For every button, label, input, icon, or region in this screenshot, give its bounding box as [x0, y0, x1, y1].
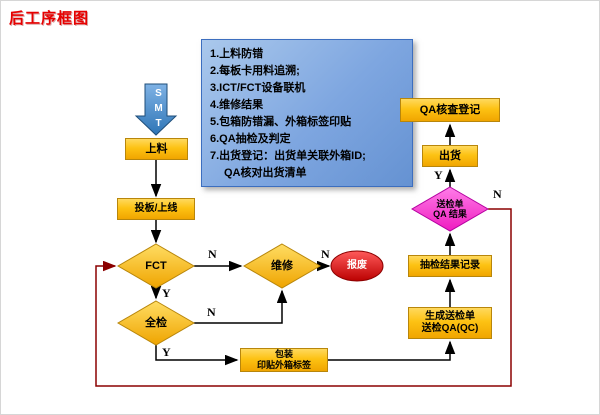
note-line: 3.ICT/FCT设备联机	[210, 82, 306, 94]
note-line: 6.QA抽检及判定	[210, 133, 291, 145]
node-ship: 出货	[422, 145, 478, 167]
edge-label-qa-loop: N	[493, 187, 502, 201]
connector-qa-loop-fct	[95, 208, 512, 387]
connector-packing-sheet	[328, 340, 456, 361]
node-inspection-sheet-line2: 送检QA(QC)	[421, 323, 479, 334]
edge-label-qa-ship: Y	[434, 168, 443, 182]
node-sampling-record-label: 抽检结果记录	[420, 260, 480, 271]
repair-diamond-shape	[243, 243, 321, 289]
node-ship-label: 出货	[439, 150, 461, 162]
smt-arrow-shape	[134, 83, 178, 136]
node-board-online: 投板/上线	[117, 198, 195, 220]
page-title: 后工序框图	[9, 10, 90, 27]
note-line: 7.出货登记：出货单关联外箱ID;	[210, 150, 366, 162]
node-packing-line1: 包装	[274, 349, 293, 359]
node-packing: 包装 印贴外箱标签	[240, 348, 328, 372]
edge-label-repair-scrap: N	[321, 247, 330, 261]
node-qa-register-label: QA核查登记	[419, 104, 481, 116]
node-sampling-record: 抽检结果记录	[408, 255, 492, 277]
note-line: 4.维修结果	[210, 99, 264, 111]
node-load-label: 上料	[145, 143, 168, 155]
node-board-online-label: 投板/上线	[134, 203, 178, 214]
note-line: 1.上料防错	[210, 48, 264, 60]
note-line: QA核对出货清单	[224, 167, 307, 179]
scrap-ellipse-shape	[330, 250, 384, 282]
edge-label-fct-full: Y	[162, 286, 171, 300]
edge-label-fct-repair: N	[208, 247, 217, 261]
node-inspection-sheet: 生成送检单 送检QA(QC)	[408, 307, 492, 339]
edge-label-full-repair: N	[207, 305, 216, 319]
node-inspection-sheet-line1: 生成送检单	[425, 311, 475, 322]
process-notes-box: 1.上料防错 2.每板卡用料追溯; 3.ICT/FCT设备联机 4.维修结果 5…	[201, 39, 413, 187]
connector-full-repair	[194, 289, 288, 324]
note-line: 2.每板卡用料追溯;	[210, 65, 300, 77]
qa-result-diamond-shape	[411, 186, 489, 232]
connector-full-packing	[155, 345, 239, 366]
fct-diamond-shape	[117, 243, 195, 289]
full-inspection-diamond-shape	[117, 300, 195, 346]
node-load: 上料	[125, 138, 188, 160]
node-packing-line2: 印贴外箱标签	[256, 360, 311, 370]
node-qa-register: QA核查登记	[400, 98, 500, 122]
note-line: 5.包箱防错漏、外箱标签印贴	[210, 116, 352, 128]
edge-label-full-packing: Y	[162, 345, 171, 359]
